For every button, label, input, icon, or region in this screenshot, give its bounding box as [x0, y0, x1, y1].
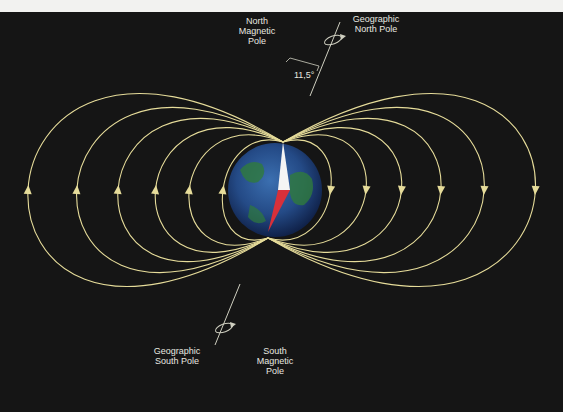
- field-arrowhead: [436, 186, 445, 196]
- angle-label: 11,5°: [292, 70, 316, 80]
- rotation-arrowhead: [340, 34, 346, 40]
- page-band: [0, 0, 563, 12]
- rotation-axis: [310, 22, 340, 96]
- field-arrowhead: [531, 186, 540, 196]
- field-arrowhead: [114, 185, 123, 195]
- compass-needle-south: [268, 190, 290, 232]
- field-arrowhead: [218, 184, 227, 194]
- field-line: [268, 93, 535, 286]
- field-arrowhead: [151, 185, 160, 195]
- pole-label: North Magnetic Pole: [232, 16, 282, 46]
- field-line: [268, 118, 441, 261]
- rotation-arrow: [323, 33, 343, 47]
- field-arrowhead: [24, 185, 33, 195]
- continent: [240, 162, 264, 183]
- pole-label: Geographic South Pole: [146, 346, 208, 366]
- pole-label: Geographic North Pole: [346, 14, 406, 34]
- rotation-axis: [215, 284, 240, 345]
- continent: [248, 205, 266, 223]
- field-arrowhead: [361, 186, 370, 196]
- field-lines: [24, 93, 540, 286]
- field-arrowhead: [326, 185, 335, 195]
- rotation-arrowhead: [230, 322, 236, 328]
- field-arrowhead: [480, 186, 489, 196]
- field-arrowhead: [397, 186, 406, 196]
- earth: [228, 143, 322, 237]
- compass-needle-north: [278, 142, 290, 190]
- pole-label: South Magnetic Pole: [250, 346, 300, 376]
- field-arrowhead: [72, 185, 81, 195]
- field-arrowhead: [185, 185, 194, 195]
- continent: [290, 172, 313, 205]
